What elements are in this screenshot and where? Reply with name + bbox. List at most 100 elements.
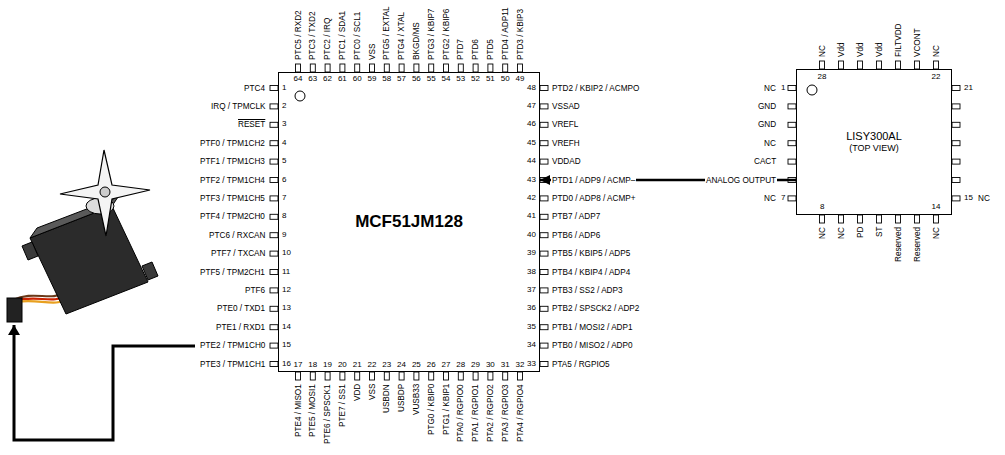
pin-name: PTF7 / TXCAN [210,249,266,258]
pin-name: CACT [753,157,777,166]
pin-name: NC [763,194,777,203]
pin-stub [429,64,434,72]
pin-number: 30 [485,361,496,370]
pin-stub [518,64,523,72]
pin-name: PTB7 / ADP7 [551,212,601,221]
pin-name: Vdd [875,41,884,58]
pin-number: 20 [337,361,348,370]
pin-number: 49 [515,75,526,84]
sensor-package: LISY300AL(TOP VIEW) [796,69,952,215]
pin-number: 45 [526,139,537,148]
pin-number: 7 [780,194,786,203]
pin1-marker [295,91,305,101]
pin-stub [270,325,278,330]
pin-number: 39 [526,249,537,258]
pin-stub [270,288,278,293]
pin-name: VSSAD [551,102,581,111]
pin-stub [270,178,278,183]
pin-name: PTD0 / ADP8 / ACMP+ [551,194,637,203]
pin-number: 42 [526,194,537,203]
pin-name: PTA5 / RGPIO5 [551,360,611,369]
pin-number: 35 [526,323,537,332]
pin-number: 3 [281,120,287,129]
pin-name: PTD6 [471,38,480,61]
pin-name: BKGD/MS [412,21,421,61]
pin-name: PTF0 / TPM1CH2 [199,139,266,148]
pin-stub [540,306,548,311]
pin-number: 28 [455,361,466,370]
pin-stub [270,122,278,127]
pin-name: PTG5 / EXTAL [382,5,391,61]
pin-number: 47 [526,102,537,111]
pin-number: 62 [322,75,333,84]
pin-number: 60 [352,75,363,84]
pin-stub [540,251,548,256]
pin-name: PTG0 / KBIP0 [427,383,436,436]
pin-stub [540,141,548,146]
pin-name: PTD7 [456,38,465,61]
pin-stub [296,372,301,380]
pin-name: FILTVDD [894,22,903,58]
pin-stub [915,61,920,69]
pin-number: 53 [455,75,466,84]
pin-name: PTE3 / TPM1CH1 [199,360,266,369]
pin-name: Reserved [894,226,903,263]
pin-stub [540,159,548,164]
pin-name: PTE2 / TPM1CH0 [199,341,266,350]
pin-number: 8 [819,203,825,212]
pin-stub [473,372,478,380]
servo-plug [7,298,22,322]
pin-stub [877,61,882,69]
pin1-marker [807,85,817,95]
pin-stub [788,86,796,91]
pin-number: 19 [322,361,333,370]
pin-name: PTB2 / SPSCK2 / ADP2 [551,304,640,313]
pin-stub [952,178,960,183]
servo-motor [7,150,158,322]
pin-stub [952,159,960,164]
pin-number: 25 [411,361,422,370]
pin-number: 64 [293,75,304,84]
pin-name: VCONT [913,27,922,58]
pin-stub [915,215,920,223]
pin-number: 58 [381,75,392,84]
pin-name: NC [818,44,827,58]
pin-stub [355,372,360,380]
pin-number: 22 [367,361,378,370]
pin-number: 27 [441,361,452,370]
pin-name: PTD1 / ADP9 / ACMP– [551,176,636,185]
pin-number: 14 [931,203,942,212]
pin-name: VREFH [551,139,581,148]
pin-name: PTC5 / RXD2 [294,9,303,61]
pin-number: 50 [500,75,511,84]
pin-stub [877,215,882,223]
pin-number: 51 [485,75,496,84]
pin-stub [540,288,548,293]
pin-name: PTD4 / ADP11 [501,6,510,61]
mcu-package: MCF51JM128 [278,72,540,372]
pin-number: 18 [307,361,318,370]
pin-stub [820,215,825,223]
pin-stub [540,233,548,238]
pin-stub [414,372,419,380]
pin-name: PTA0 / RGPIO0 [456,383,465,443]
pin-stub [934,215,939,223]
pin-number: 26 [426,361,437,370]
pin-stub [270,214,278,219]
pin-number: 1 [281,84,287,93]
pin-name: NC [837,226,846,240]
pin-number: 23 [381,361,392,370]
view-note: (TOP VIEW) [849,143,899,154]
pin-stub [896,61,901,69]
pin-number: 46 [526,120,537,129]
pin-number: 1 [780,84,786,93]
pin-name: PTF4 / TPM2CH0 [199,212,266,221]
pin-stub [839,61,844,69]
pin-number: 56 [411,75,422,84]
pin-number: 15 [963,194,974,203]
pin-number: 33 [526,360,537,369]
pin-name: IRQ / TPMCLK [210,102,266,111]
pin-name: PTG4 / XTAL [397,11,406,61]
pin-name: PTC3 / TXD2 [308,10,317,61]
chip-name: MCF51JM128 [355,212,463,232]
